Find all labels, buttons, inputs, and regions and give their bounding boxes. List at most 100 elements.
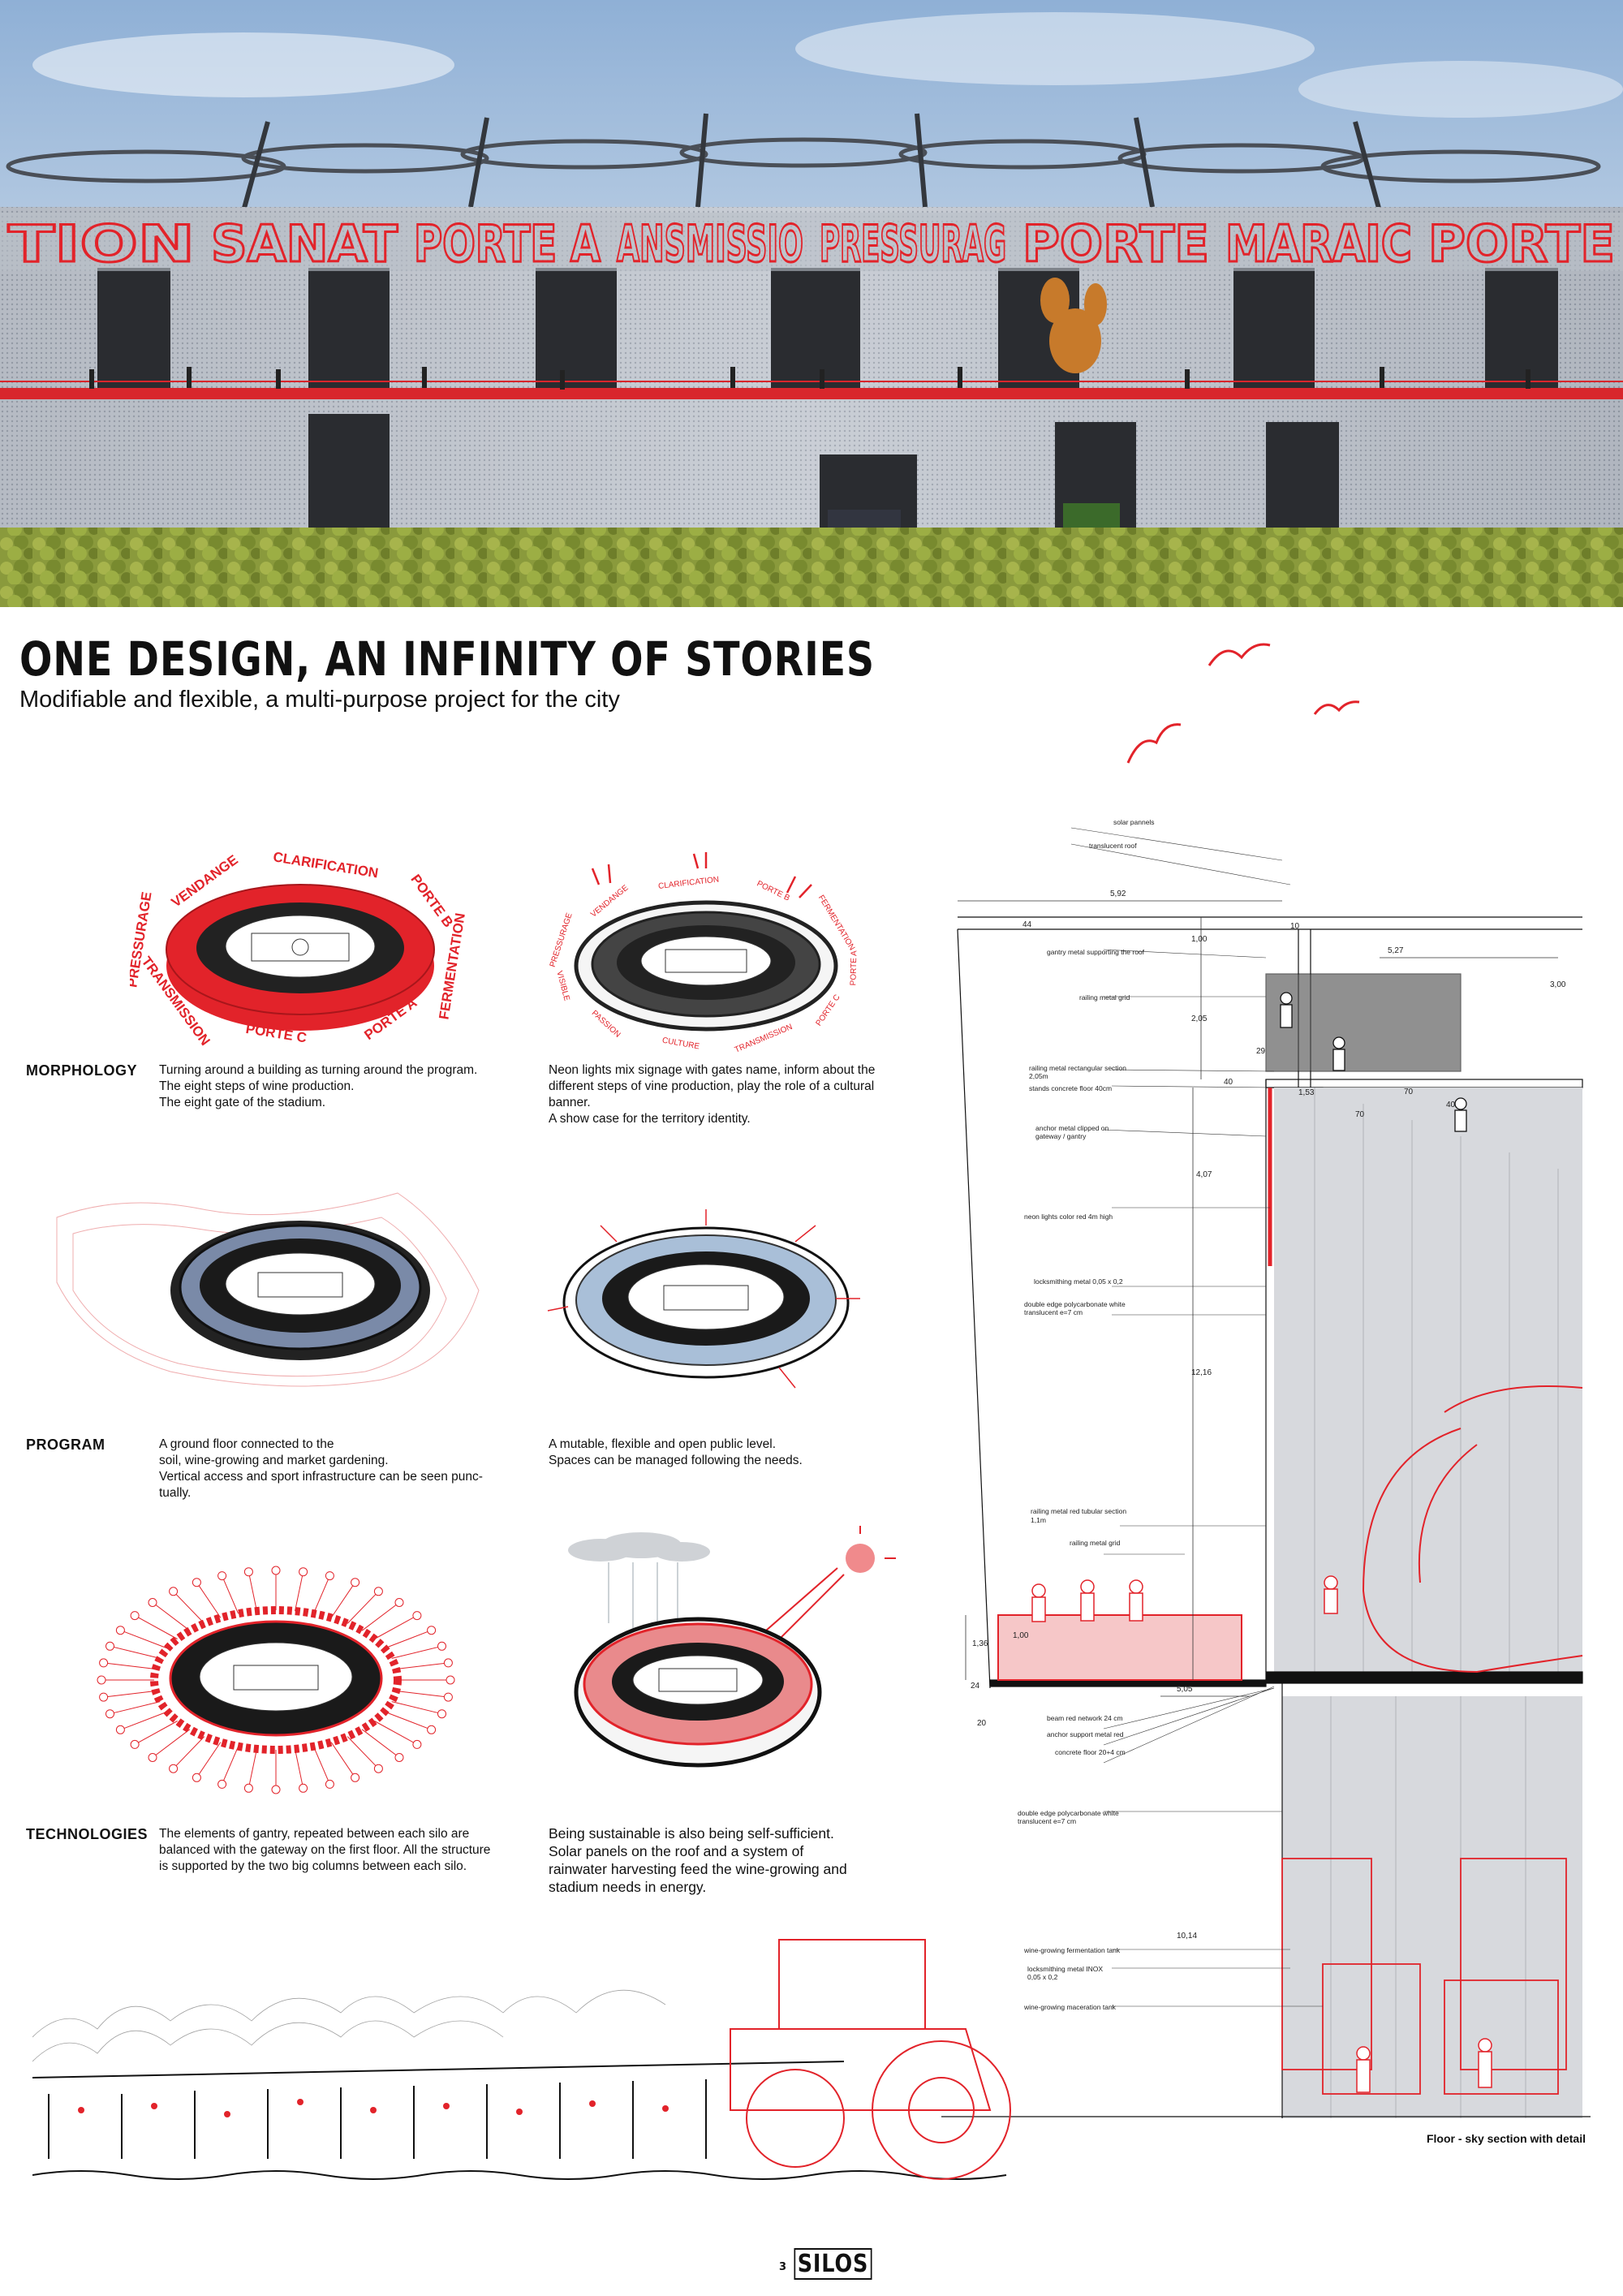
gantry-ray [248,1571,257,1612]
gantry-node [394,1753,404,1762]
gantry-node [148,1753,157,1762]
gantry-node [412,1611,422,1621]
hero-sign-word: PORTE [1022,214,1209,274]
gantry-ray [120,1711,168,1730]
program-public-level-diagram [547,1209,860,1389]
ring-word: PRESSURAGE [549,911,575,968]
dim-label: 5,05 [1177,1685,1193,1694]
gantry-ray [248,1748,257,1789]
gantry-ray [374,1721,418,1745]
gantry-node [373,1764,383,1773]
gantry-node [427,1725,437,1734]
gantry-ray [120,1630,168,1649]
dim-label: 70 [1355,1110,1365,1119]
gantry-node [115,1626,125,1635]
annot-polycarbonate-1b: translucent e=7 cm [1024,1308,1083,1316]
gantry-structure-diagram [97,1566,455,1794]
ring-word: VISIBLE [554,970,570,1002]
annot-railing-rect: railing metal rectangular section [1029,1064,1127,1072]
gantry-node [325,1571,334,1581]
section-caption: Floor - sky section with detail [1426,2132,1586,2145]
headline: ONE DESIGN, AN INFINITY OF STORIES [19,631,876,687]
annot-inox: locksmithing metal INOX [1027,1965,1104,1973]
hero-sign-word: PRESSURAG [820,214,1006,274]
gantry-node [130,1739,140,1749]
gantry-node [115,1725,125,1734]
gantry-ray [110,1645,161,1659]
annot-anchor-support: anchor support metal red [1047,1730,1124,1738]
ring-word: CLARIFICATION [272,852,379,881]
dim-label: 1,00 [1191,935,1208,944]
gantry-node [373,1587,383,1596]
gantry-ray [391,1701,442,1715]
gantry-node [271,1566,281,1575]
gantry-ray [103,1691,156,1698]
gantry-node [169,1587,179,1596]
program-right-text: A mutable, flexible and open public leve… [549,1437,803,1467]
gantry-ray [347,1591,379,1624]
gantry-ray [295,1748,304,1789]
brand-logo: 3 SILOS [779,2248,879,2280]
dim-label: 1,36 [972,1639,988,1648]
dim-label: 40 [1224,1078,1233,1087]
gantry-node [243,1783,253,1793]
gantry-ray [134,1721,178,1745]
dim-label: 1,00 [1013,1631,1029,1640]
gantry-ray [103,1662,156,1669]
gantry-ray [391,1645,442,1659]
annot-railing-rect-height: 2,05m [1029,1072,1048,1080]
ring-word: CULTURE [661,1036,700,1052]
brand-word: SILOS [794,2248,872,2280]
annot-polycarbonate-2: double edge polycarbonate white [1018,1809,1119,1817]
annot-railing-tubular: railing metal red tubular section [1031,1507,1127,1515]
gantry-node [271,1785,281,1794]
annot-railing-tubular-height: 1,1m [1031,1516,1046,1524]
dim-label: 2,05 [1191,1014,1208,1023]
gantry-node [437,1709,446,1719]
gantry-ray [312,1746,330,1785]
dim-label: 24 [971,1682,980,1691]
gantry-node [351,1578,360,1587]
dim-label: 4,07 [1196,1170,1212,1179]
dim-label: 5,27 [1388,946,1404,955]
annot-beam-network: beam red network 24 cm [1047,1714,1123,1722]
gantry-node [169,1764,179,1773]
annot-neon-lights: neon lights color red 4m high [1024,1213,1113,1221]
gantry-ray [384,1711,432,1730]
annot-inox-dim: 0,05 x 0,2 [1027,1973,1058,1981]
sustainability-diagram [568,1526,896,1768]
dim-label: 3,00 [1550,980,1566,989]
gantry-ray [312,1575,330,1614]
gantry-ray [110,1701,161,1715]
gantry-ray [330,1582,356,1618]
gantry-ray [330,1742,356,1778]
brand-number: 3 [779,2261,788,2273]
birds-illustration [1126,643,1360,764]
hero-sign-word: PORTE A [414,214,601,274]
gantry-ray [134,1615,178,1639]
annot-maceration-tank: wine-growing maceration tank [1024,2003,1116,2011]
gantry-ray [173,1591,205,1624]
dim-label: 29 [1256,1047,1266,1056]
hero-sign-word: PORTE [1428,214,1615,274]
gantry-node [99,1658,109,1668]
gantry-ray [295,1571,304,1612]
technologies-left-text: The elements of gantry, repeated between… [159,1827,491,1873]
gantry-node [325,1779,334,1789]
dim-label: 10,14 [1177,1932,1198,1941]
annot-locksmithing: locksmithing metal 0,05 x 0,2 [1034,1277,1123,1286]
dim-label: 20 [977,1719,987,1728]
annot-anchor-metal: anchor metal clipped on [1035,1124,1109,1132]
gantry-node [443,1692,453,1702]
gantry-ray [222,1746,239,1785]
technologies-right-text: Being sustainable is also being self-suf… [549,1825,847,1895]
gantry-ray [347,1736,379,1769]
gantry-ray [396,1691,449,1698]
gantry-node [446,1675,455,1685]
annot-solar-panels: solar pannels [1113,818,1155,826]
gantry-ray [384,1630,432,1649]
gantry-ray [152,1729,191,1758]
